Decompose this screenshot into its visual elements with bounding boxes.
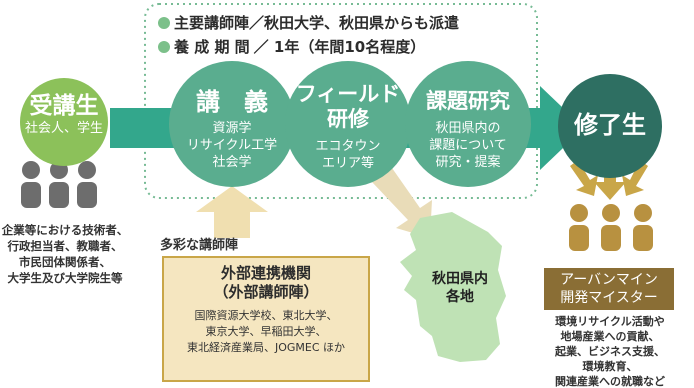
fieldwork-text: フィールド 研修 エコタウン エリア等 bbox=[288, 82, 408, 172]
faculty-box-title: 外部連携機関 bbox=[220, 264, 311, 282]
bullet-icon bbox=[158, 16, 170, 29]
meister-badge: アーバンマイン 開発マイスター bbox=[544, 268, 674, 310]
fieldwork-circle bbox=[285, 61, 411, 187]
fieldwork-line: エリア等 bbox=[321, 156, 374, 171]
info-lecturers: 主要講師陣／秋田大学、秋田県からも派遣 bbox=[158, 12, 459, 33]
bullet-icon bbox=[158, 40, 170, 53]
student-title: 受講生 bbox=[29, 93, 99, 119]
grad-arrow-right bbox=[622, 160, 648, 196]
lecture-line: 社会学 bbox=[212, 155, 252, 170]
lecture-text: 講 義 資源学 リサイクル工学 社会学 bbox=[172, 86, 292, 171]
research-circle bbox=[405, 61, 531, 187]
info-period-value: ／ 1年（年間10名程度） bbox=[253, 38, 426, 56]
faculty-box-line: 東北経済産業局、JOGMEC ほか bbox=[186, 341, 346, 354]
map-label-line: 各地 bbox=[446, 289, 474, 305]
dotted-group-box bbox=[144, 3, 538, 199]
student-desc-line: 企業等における技術者、 bbox=[1, 223, 129, 237]
faculty-up-arrow bbox=[196, 186, 268, 238]
student-desc-line: 行政担当者、教職者、 bbox=[7, 239, 123, 253]
research-line: 研究・提案 bbox=[435, 155, 501, 170]
people-icon-right bbox=[569, 204, 653, 251]
lecture-title: 講 義 bbox=[196, 88, 268, 116]
fieldwork-title-line: 研修 bbox=[327, 107, 369, 131]
research-text: 課題研究 秋田県内の 課題について 研究・提案 bbox=[408, 86, 528, 171]
faculty-box-line: 国際資源大学校、東北大学、 bbox=[194, 309, 338, 322]
akita-map bbox=[400, 212, 506, 362]
research-title: 課題研究 bbox=[426, 89, 510, 113]
graduate-circle bbox=[558, 74, 662, 178]
meister-badge-line: 開発マイスター bbox=[560, 290, 658, 306]
grad-arrow-center bbox=[594, 168, 626, 200]
research-line: 課題について bbox=[429, 138, 507, 153]
lecture-line: 資源学 bbox=[212, 121, 252, 136]
faculty-label: 多彩な講師陣 bbox=[160, 238, 239, 253]
research-line: 秋田県内の bbox=[435, 121, 501, 136]
lecture-line: リサイクル工学 bbox=[186, 138, 278, 153]
faculty-box-line: 東京大学、早稲田大学、 bbox=[205, 325, 327, 338]
graduate-desc-line: 環境リサイクル活動や bbox=[555, 315, 665, 328]
student-circle bbox=[20, 78, 108, 166]
map-label: 秋田県内 各地 bbox=[420, 270, 500, 306]
faculty-box: 外部連携機関 （外部講師陣） 国際資源大学校、東北大学、 東京大学、早稲田大学、… bbox=[162, 256, 370, 382]
student-desc-line: 大学生及び大学院生等 bbox=[7, 271, 123, 285]
info-lecturers-text: 主要講師陣／秋田大学、秋田県からも派遣 bbox=[174, 14, 460, 32]
info-period: 養 成 期 間 ／ 1年（年間10名程度） bbox=[158, 36, 425, 57]
graduate-desc-line: 関連産業への就職など bbox=[555, 375, 665, 388]
fieldwork-title-line: フィールド bbox=[295, 82, 401, 106]
meister-badge-line: アーバンマイン bbox=[560, 272, 658, 288]
graduate-description: 環境リサイクル活動や 地場産業への貢献、 起業、ビジネス支援、 環境教育、 関連… bbox=[530, 314, 690, 388]
graduate-desc-line: 環境教育、 bbox=[582, 360, 638, 373]
student-desc-line: 市民団体関係者、 bbox=[19, 255, 111, 269]
grad-arrow-left bbox=[570, 160, 598, 196]
student-description: 企業等における技術者、 行政担当者、教職者、 市民団体関係者、 大学生及び大学院… bbox=[0, 222, 130, 286]
student-subtitle: 社会人、学生 bbox=[24, 121, 103, 136]
student-circle-text: 受講生 社会人、学生 bbox=[20, 92, 108, 138]
fieldwork-line: エコタウン bbox=[315, 139, 381, 154]
graduate-title: 修了生 bbox=[574, 111, 646, 139]
people-icon-left bbox=[21, 161, 97, 208]
field-to-map-arrow bbox=[372, 168, 432, 238]
lecture-circle bbox=[169, 61, 295, 187]
graduate-desc-line: 起業、ビジネス支援、 bbox=[555, 345, 665, 358]
map-label-line: 秋田県内 bbox=[432, 271, 488, 287]
graduate-desc-line: 地場産業への貢献、 bbox=[560, 330, 660, 343]
faculty-box-subtitle: （外部講師陣） bbox=[213, 283, 319, 301]
info-period-label: 養 成 期 間 bbox=[174, 38, 250, 56]
